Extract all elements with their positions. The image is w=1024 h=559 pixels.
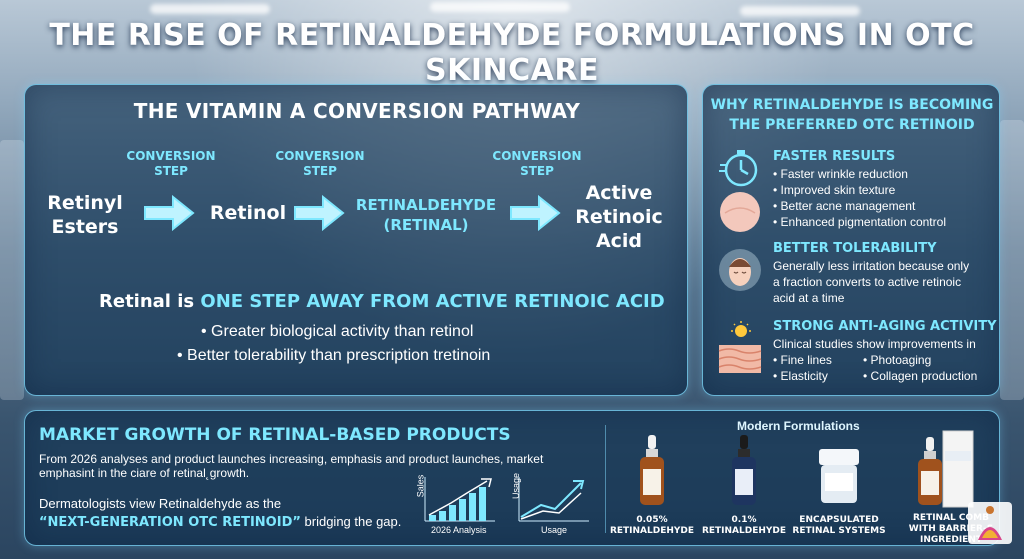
- modern-formulations-title: Modern Formulations: [737, 419, 860, 433]
- bottle-and-box-icon: [918, 430, 974, 508]
- usage-xlabel: Usage: [541, 525, 568, 535]
- product-label: ENCAPSULATED RETINAL SYSTEMS: [792, 515, 886, 536]
- anti-aging-item: • Photoaging: [863, 353, 932, 367]
- dermatologist-statement: Dermatologists view Retinaldehyde as the…: [39, 495, 419, 532]
- sales-bar: [449, 505, 456, 521]
- conversion-pathway-panel: THE VITAMIN A CONVERSION PATHWAY CONVERS…: [24, 84, 688, 396]
- faster-results-heading: FASTER RESULTS: [773, 149, 896, 164]
- usage-mini-chart: [518, 477, 589, 522]
- trend-arrowhead-icon: [573, 480, 585, 490]
- dropper-bottle-icon: [732, 435, 756, 505]
- faster-item: • Enhanced pigmentation control: [773, 215, 946, 229]
- sun-skin-layers-icon: [718, 321, 762, 373]
- arrow-right-icon: [294, 195, 345, 231]
- pathway-bullet: • Greater biological activity than retin…: [201, 323, 474, 340]
- tolerability-line: Generally less irritation because only: [773, 259, 970, 273]
- pathway-bullet: • Better tolerability than prescription …: [177, 347, 491, 364]
- section-divider: [605, 425, 606, 533]
- usage-line: [520, 492, 582, 520]
- sales-trend-line: [428, 480, 488, 516]
- faster-item: • Improved skin texture: [773, 183, 896, 197]
- anti-aging-heading: STRONG ANTI-AGING ACTIVITY: [773, 319, 997, 334]
- why-title: WHY RETINALDEHYDE IS BECOMING THE PREFER…: [710, 97, 994, 133]
- tolerability-line: acid at a time: [773, 291, 845, 305]
- dancer-logo-icon: [978, 506, 1002, 540]
- headline-highlight: ONE STEP AWAY FROM ACTIVE RETINOIC ACID: [200, 291, 665, 312]
- faster-item: • Better acne management: [773, 199, 916, 213]
- stage-retinoic-acid: Active Retinoic Acid: [575, 182, 663, 252]
- sales-bar: [429, 515, 436, 521]
- pathway-headline: Retinal is ONE STEP AWAY FROM ACTIVE RET…: [99, 291, 665, 312]
- dropper-bottle-icon: [640, 435, 664, 505]
- why-retinaldehyde-panel: WHY RETINALDEHYDE IS BECOMING THE PREFER…: [702, 84, 1000, 396]
- sales-bar: [479, 487, 486, 521]
- ceiling-light: [740, 6, 860, 16]
- anti-aging-item: • Fine lines: [773, 353, 832, 367]
- face-icon: [719, 249, 761, 291]
- page-title: THE RISE OF RETINALDEHYDE FORMULATIONS I…: [49, 18, 975, 88]
- brand-logo: [968, 502, 1012, 544]
- conversion-step-label: CONVERSION STEP: [275, 149, 365, 178]
- trend-arrowhead-icon: [481, 478, 492, 488]
- arrow-right-icon: [144, 195, 195, 231]
- sales-bar: [469, 493, 476, 521]
- stage-retinol: Retinol: [209, 202, 287, 224]
- derm-suffix: bridging the gap.: [300, 514, 402, 529]
- conversion-step-label: CONVERSION STEP: [126, 149, 216, 178]
- anti-aging-intro: Clinical studies show improvements in: [773, 337, 976, 351]
- stage-retinyl-esters: Retinyl Esters: [47, 192, 123, 238]
- sales-bar: [459, 499, 466, 521]
- sales-ylabel: Sales: [415, 474, 426, 498]
- derm-text: Dermatologists view Retinaldehyde as the: [39, 496, 282, 511]
- anti-aging-item: • Collagen production: [863, 369, 978, 383]
- better-tolerability-heading: BETTER TOLERABILITY: [773, 241, 937, 256]
- stopwatch-icon: [719, 150, 758, 187]
- conversion-step-label: CONVERSION STEP: [492, 149, 582, 178]
- usage-ylabel: Usage: [511, 472, 522, 500]
- usage-line: [520, 482, 582, 518]
- cream-jar-icon: [819, 449, 859, 503]
- pathway-title: THE VITAMIN A CONVERSION PATHWAY: [133, 99, 581, 123]
- faster-item: • Faster wrinkle reduction: [773, 167, 908, 181]
- headline-prefix: Retinal is: [99, 291, 201, 312]
- anti-aging-item: • Elasticity: [773, 369, 828, 383]
- product-label: 0.05% RETINALDEHYDE: [609, 515, 695, 536]
- background-shelf: [1000, 120, 1024, 400]
- market-paragraph: From 2026 analyses and product launches …: [39, 452, 544, 480]
- tolerability-line: a fraction converts to active retinoic: [773, 275, 962, 289]
- market-title: MARKET GROWTH OF RETINAL-BASED PRODUCTS: [39, 425, 511, 445]
- ceiling-light: [430, 2, 570, 12]
- product-label: 0.1% RETINALDEHYDE: [701, 515, 787, 536]
- market-growth-panel: MARKET GROWTH OF RETINAL-BASED PRODUCTS …: [24, 410, 1000, 546]
- sales-bar: [439, 511, 446, 521]
- background-shelf: [0, 140, 24, 400]
- skin-texture-icon: [720, 192, 760, 232]
- stage-retinaldehyde: RETINALDEHYDE (RETINAL): [355, 196, 497, 234]
- ceiling-light: [150, 4, 270, 14]
- arrow-right-icon: [510, 195, 561, 231]
- sales-xlabel: 2026 Analysis: [431, 525, 487, 535]
- derm-highlight: “NEXT-GENERATION OTC RETINOID”: [39, 515, 301, 530]
- sales-mini-chart: [424, 477, 495, 522]
